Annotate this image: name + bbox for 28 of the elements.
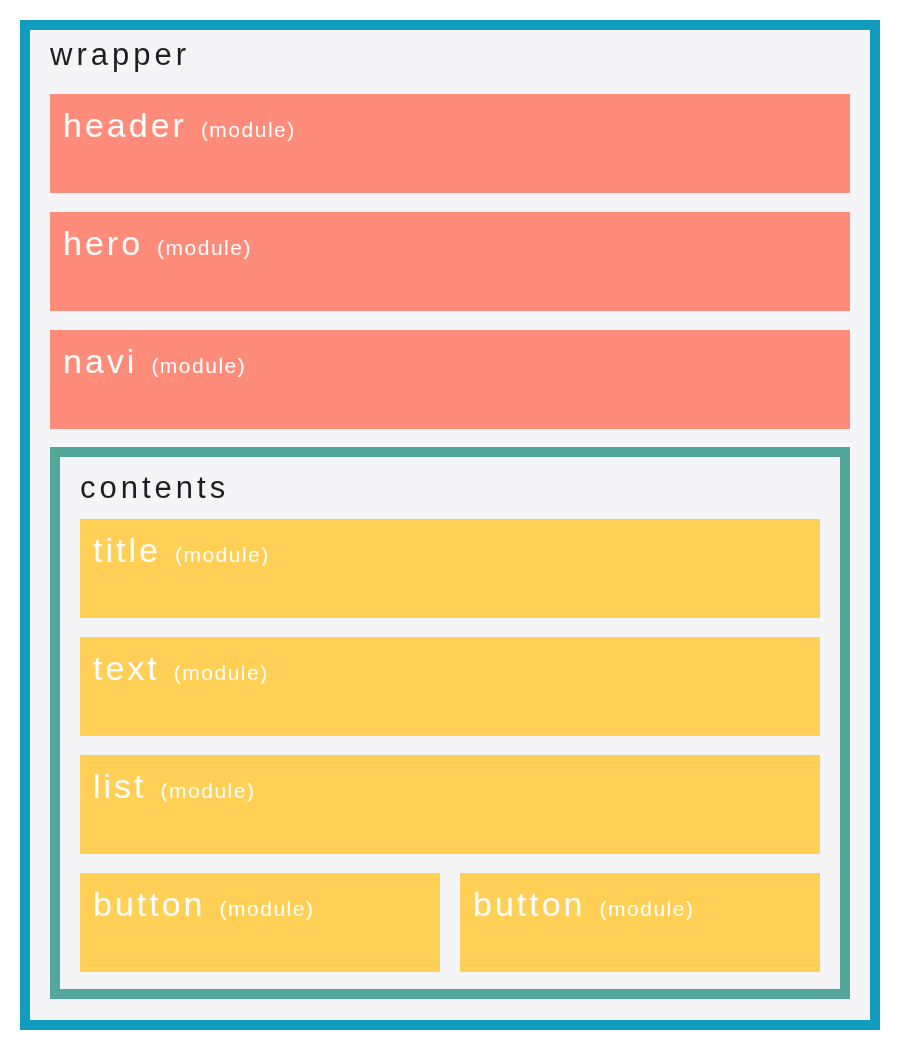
module-type-label: (module) <box>174 544 270 565</box>
module-type-label: (module) <box>160 780 256 801</box>
module-type-label: (module) <box>151 355 247 376</box>
module-block <box>80 755 820 854</box>
module-name: button <box>93 887 206 921</box>
module-block <box>80 873 440 972</box>
module-block <box>50 212 850 311</box>
module-type-label: (module) <box>157 237 252 258</box>
module-block <box>80 637 820 736</box>
module-type-label: (module) <box>599 898 695 919</box>
module-name: hero <box>63 226 144 260</box>
module-name: list <box>93 769 147 803</box>
module-block <box>460 873 820 972</box>
module-type-label: (module) <box>219 898 315 919</box>
module-name: title <box>93 533 161 567</box>
section-heading: wrapper <box>50 39 190 70</box>
module-block <box>80 519 820 618</box>
module-name: navi <box>63 344 138 378</box>
layout-frame <box>20 20 880 1030</box>
module-name: button <box>473 887 586 921</box>
section-heading: contents <box>80 472 230 503</box>
module-name: header <box>63 108 187 142</box>
content-frame <box>50 447 850 999</box>
module-block <box>50 94 850 193</box>
module-block <box>50 330 850 429</box>
module-type-label: (module) <box>173 662 269 683</box>
module-type-label: (module) <box>200 119 296 140</box>
module-name: text <box>93 651 160 685</box>
